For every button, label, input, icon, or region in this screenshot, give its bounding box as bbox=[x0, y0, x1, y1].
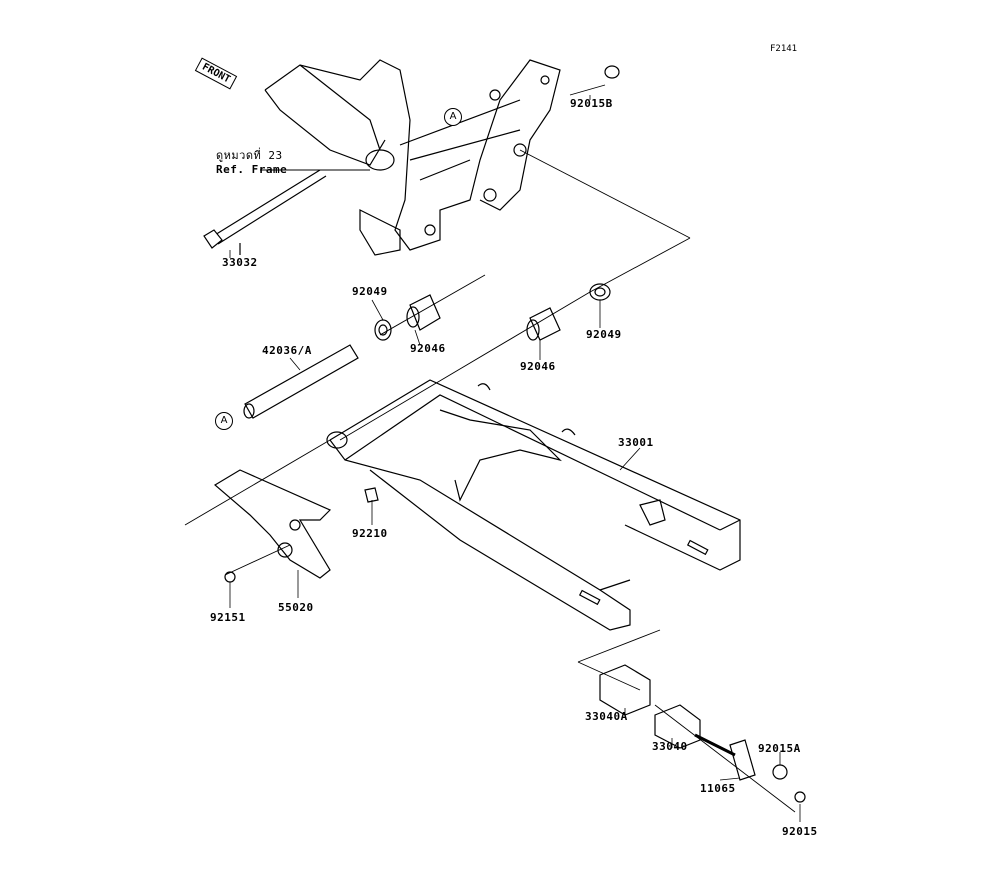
part-label-33032[interactable]: 33032 bbox=[222, 256, 258, 269]
part-label-92151[interactable]: 92151 bbox=[210, 611, 246, 624]
part-label-42036A[interactable]: 42036/A bbox=[262, 344, 312, 357]
swingarm-33001 bbox=[326, 379, 741, 631]
part-label-55020[interactable]: 55020 bbox=[278, 601, 314, 614]
part-label-33040A[interactable]: 33040A bbox=[585, 710, 628, 723]
part-label-92210[interactable]: 92210 bbox=[352, 527, 388, 540]
ref-note-english: Ref. Frame bbox=[216, 163, 288, 176]
ref-note-thai: ดูหมวดที่ 23 bbox=[216, 149, 283, 162]
bearings bbox=[374, 65, 620, 341]
part-label-92049-right[interactable]: 92049 bbox=[586, 328, 622, 341]
part-label-92015[interactable]: 92015 bbox=[782, 825, 818, 838]
diagram-code: F2141 bbox=[770, 44, 798, 54]
part-label-92049-left[interactable]: 92049 bbox=[352, 285, 388, 298]
ref-marker-a-bottom: A bbox=[215, 412, 233, 430]
chain-guard bbox=[213, 469, 379, 583]
part-label-33040[interactable]: 33040 bbox=[652, 740, 688, 753]
part-label-92046-right[interactable]: 92046 bbox=[520, 360, 556, 373]
bolt-33032 bbox=[203, 169, 327, 255]
part-label-33001[interactable]: 33001 bbox=[618, 436, 654, 449]
chain-adjusters bbox=[599, 664, 806, 803]
part-label-92015A[interactable]: 92015A bbox=[758, 742, 801, 755]
ref-marker-a-top: A bbox=[444, 108, 462, 126]
pivot-shaft bbox=[243, 344, 359, 419]
part-label-11065[interactable]: 11065 bbox=[700, 782, 736, 795]
part-label-92015B[interactable]: 92015B bbox=[570, 97, 613, 110]
frame-drawing bbox=[264, 59, 561, 256]
part-label-92046-left[interactable]: 92046 bbox=[410, 342, 446, 355]
